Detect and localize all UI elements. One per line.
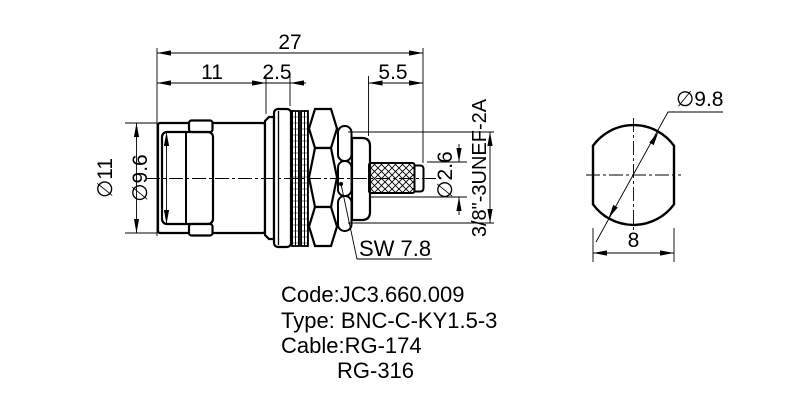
- dimensions-top: 27 11 2.5 5.5: [156, 31, 424, 236]
- flange-step: [263, 115, 276, 241]
- rear-body: [350, 136, 372, 222]
- note-cable-alt: RG-316: [337, 358, 414, 383]
- dim-overall-length: 27: [278, 31, 301, 54]
- notes: Code:JC3.660.009 Type: BNC-C-KY1.5-3 Cab…: [281, 282, 497, 383]
- flange-disc: [272, 107, 293, 249]
- dim-crimp-length: 5.5: [378, 61, 407, 84]
- dim-coupling-diameter: ∅9.6: [129, 154, 152, 202]
- crimp-ferrule-knurl: [368, 162, 416, 194]
- dim-outer-diameter: ∅11: [94, 158, 117, 198]
- hex-nut-facet-top: [307, 107, 339, 150]
- note-type: Type: BNC-C-KY1.5-3: [281, 308, 497, 333]
- note-cable: Cable:RG-174: [281, 333, 422, 358]
- end-view: ∅9.8 8: [586, 88, 724, 262]
- note-code: Code:JC3.660.009: [281, 282, 464, 307]
- wrench-hex-facet-top: [337, 125, 353, 162]
- hex-nut-facet-middle: [307, 146, 339, 209]
- dim-pin-diameter: ∅2.6: [434, 151, 457, 199]
- dimensions-right: 3/8"-3UNEF-2A ∅2.6 SW 7.8: [339, 98, 494, 261]
- side-view: [146, 107, 441, 249]
- bayonet-lug-top: [187, 119, 214, 134]
- dim-body-length: 11: [201, 61, 223, 84]
- bayonet-lug-bottom: [187, 222, 214, 237]
- dimensions-left: ∅11 ∅9.6: [94, 122, 170, 234]
- wrench-size-label: SW 7.8: [359, 236, 431, 261]
- dim-across-flats: 8: [628, 229, 640, 252]
- hex-nut-facet-bottom: [307, 205, 339, 248]
- diameter-leader-line: [595, 111, 723, 243]
- thread-spec: 3/8"-3UNEF-2A: [469, 98, 491, 237]
- dim-end-diameter: ∅9.8: [676, 88, 724, 111]
- coupling-sleeve: [160, 130, 215, 226]
- dim-flange-width: 2.5: [262, 61, 291, 84]
